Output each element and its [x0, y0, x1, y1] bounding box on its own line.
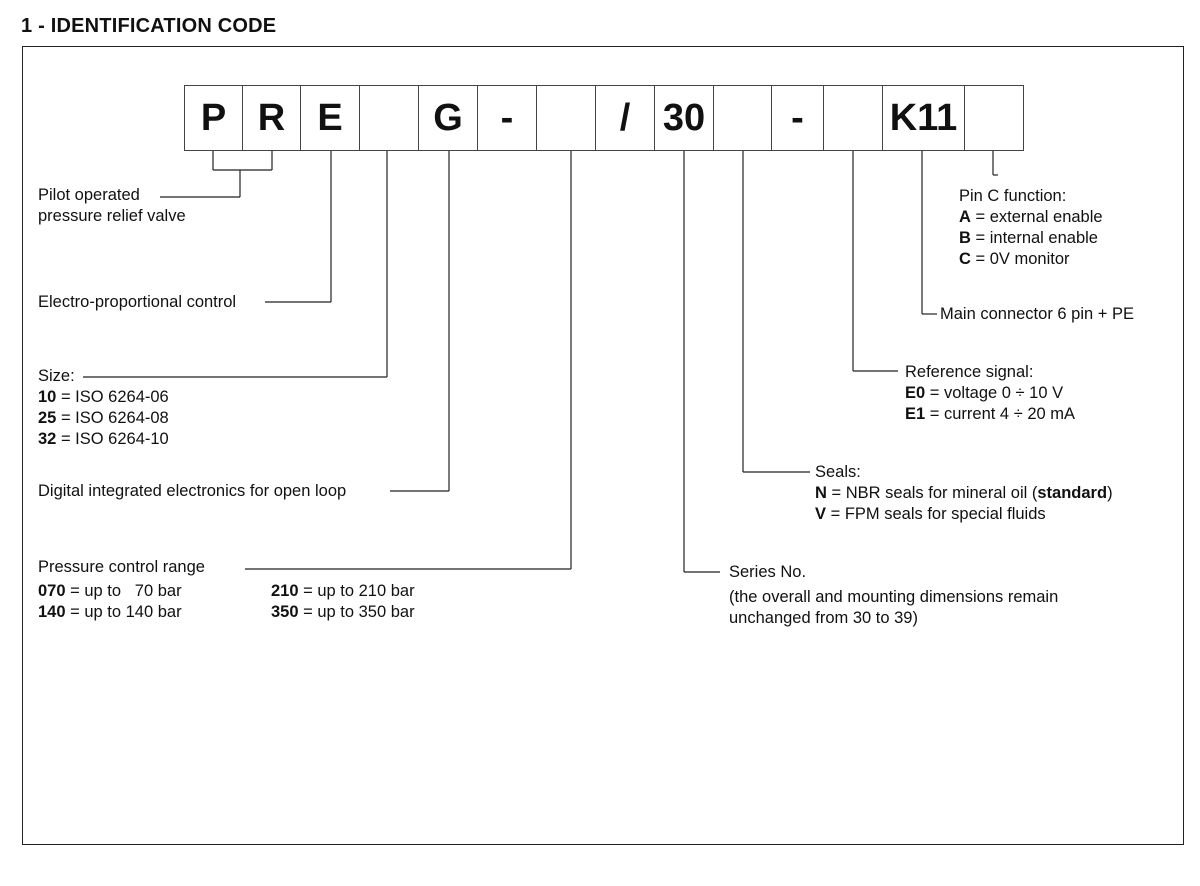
- pressure-option: 070 = up to 70 bar: [38, 582, 182, 600]
- size-block: Size: 10 = ISO 6264-06 25 = ISO 6264-08 …: [38, 366, 169, 450]
- connector-label: Main connector 6 pin + PE: [940, 305, 1134, 323]
- code-box-14: [964, 85, 1024, 151]
- size-title: Size:: [38, 367, 75, 385]
- digital-label: Digital integrated electronics for open …: [38, 482, 347, 500]
- reference-option: E1 = current 4 ÷ 20 mA: [905, 405, 1076, 423]
- code-box-9: 30: [654, 85, 714, 151]
- code-box-1: P: [184, 85, 243, 151]
- pressure-option: 350 = up to 350 bar: [271, 603, 415, 621]
- pinc-title: Pin C function:: [959, 187, 1067, 205]
- pressure-option: 140 = up to 140 bar: [38, 603, 182, 621]
- pressure-title: Pressure control range: [38, 558, 205, 576]
- code-box-10: [713, 85, 772, 151]
- reference-block: Reference signal: E0 = voltage 0 ÷ 10 V …: [905, 362, 1075, 425]
- series-title: Series No.: [729, 563, 807, 581]
- seals-option: N = NBR seals for mineral oil (standard): [815, 484, 1113, 502]
- pressure-col-1: 070 = up to 70 bar 140 = up to 140 bar: [38, 581, 182, 623]
- code-box-12: [823, 85, 883, 151]
- electro-label: Electro-proportional control: [38, 293, 237, 311]
- code-box-3: E: [300, 85, 360, 151]
- pinc-option: C = 0V monitor: [959, 250, 1070, 268]
- size-option: 32 = ISO 6264-10: [38, 430, 169, 448]
- seals-option: V = FPM seals for special fluids: [815, 505, 1046, 523]
- series-block: Series No. (the overall and mounting dim…: [729, 563, 1059, 627]
- code-box-11: -: [771, 85, 824, 151]
- reference-option: E0 = voltage 0 ÷ 10 V: [905, 384, 1064, 402]
- pilot-label: Pilot operated pressure relief valve: [38, 186, 186, 225]
- pressure-col-2: 210 = up to 210 bar 350 = up to 350 bar: [271, 581, 415, 623]
- pressure-option: 210 = up to 210 bar: [271, 582, 415, 600]
- size-option: 25 = ISO 6264-08: [38, 409, 169, 427]
- seals-title: Seals:: [815, 463, 861, 481]
- code-box-5: G: [418, 85, 478, 151]
- diagram-frame: [22, 46, 1184, 845]
- code-box-7: [536, 85, 596, 151]
- section-heading: 1 - IDENTIFICATION CODE: [21, 15, 277, 37]
- size-option: 10 = ISO 6264-06: [38, 388, 169, 406]
- reference-title: Reference signal:: [905, 363, 1034, 381]
- code-box-6: -: [477, 85, 537, 151]
- pinc-option: B = internal enable: [959, 229, 1098, 247]
- pinc-option: A = external enable: [959, 208, 1103, 226]
- seals-block: Seals: N = NBR seals for mineral oil (st…: [815, 462, 1113, 525]
- code-box-13: K11: [882, 85, 965, 151]
- code-box-4: [359, 85, 419, 151]
- pinc-block: Pin C function: A = external enable B = …: [959, 186, 1103, 270]
